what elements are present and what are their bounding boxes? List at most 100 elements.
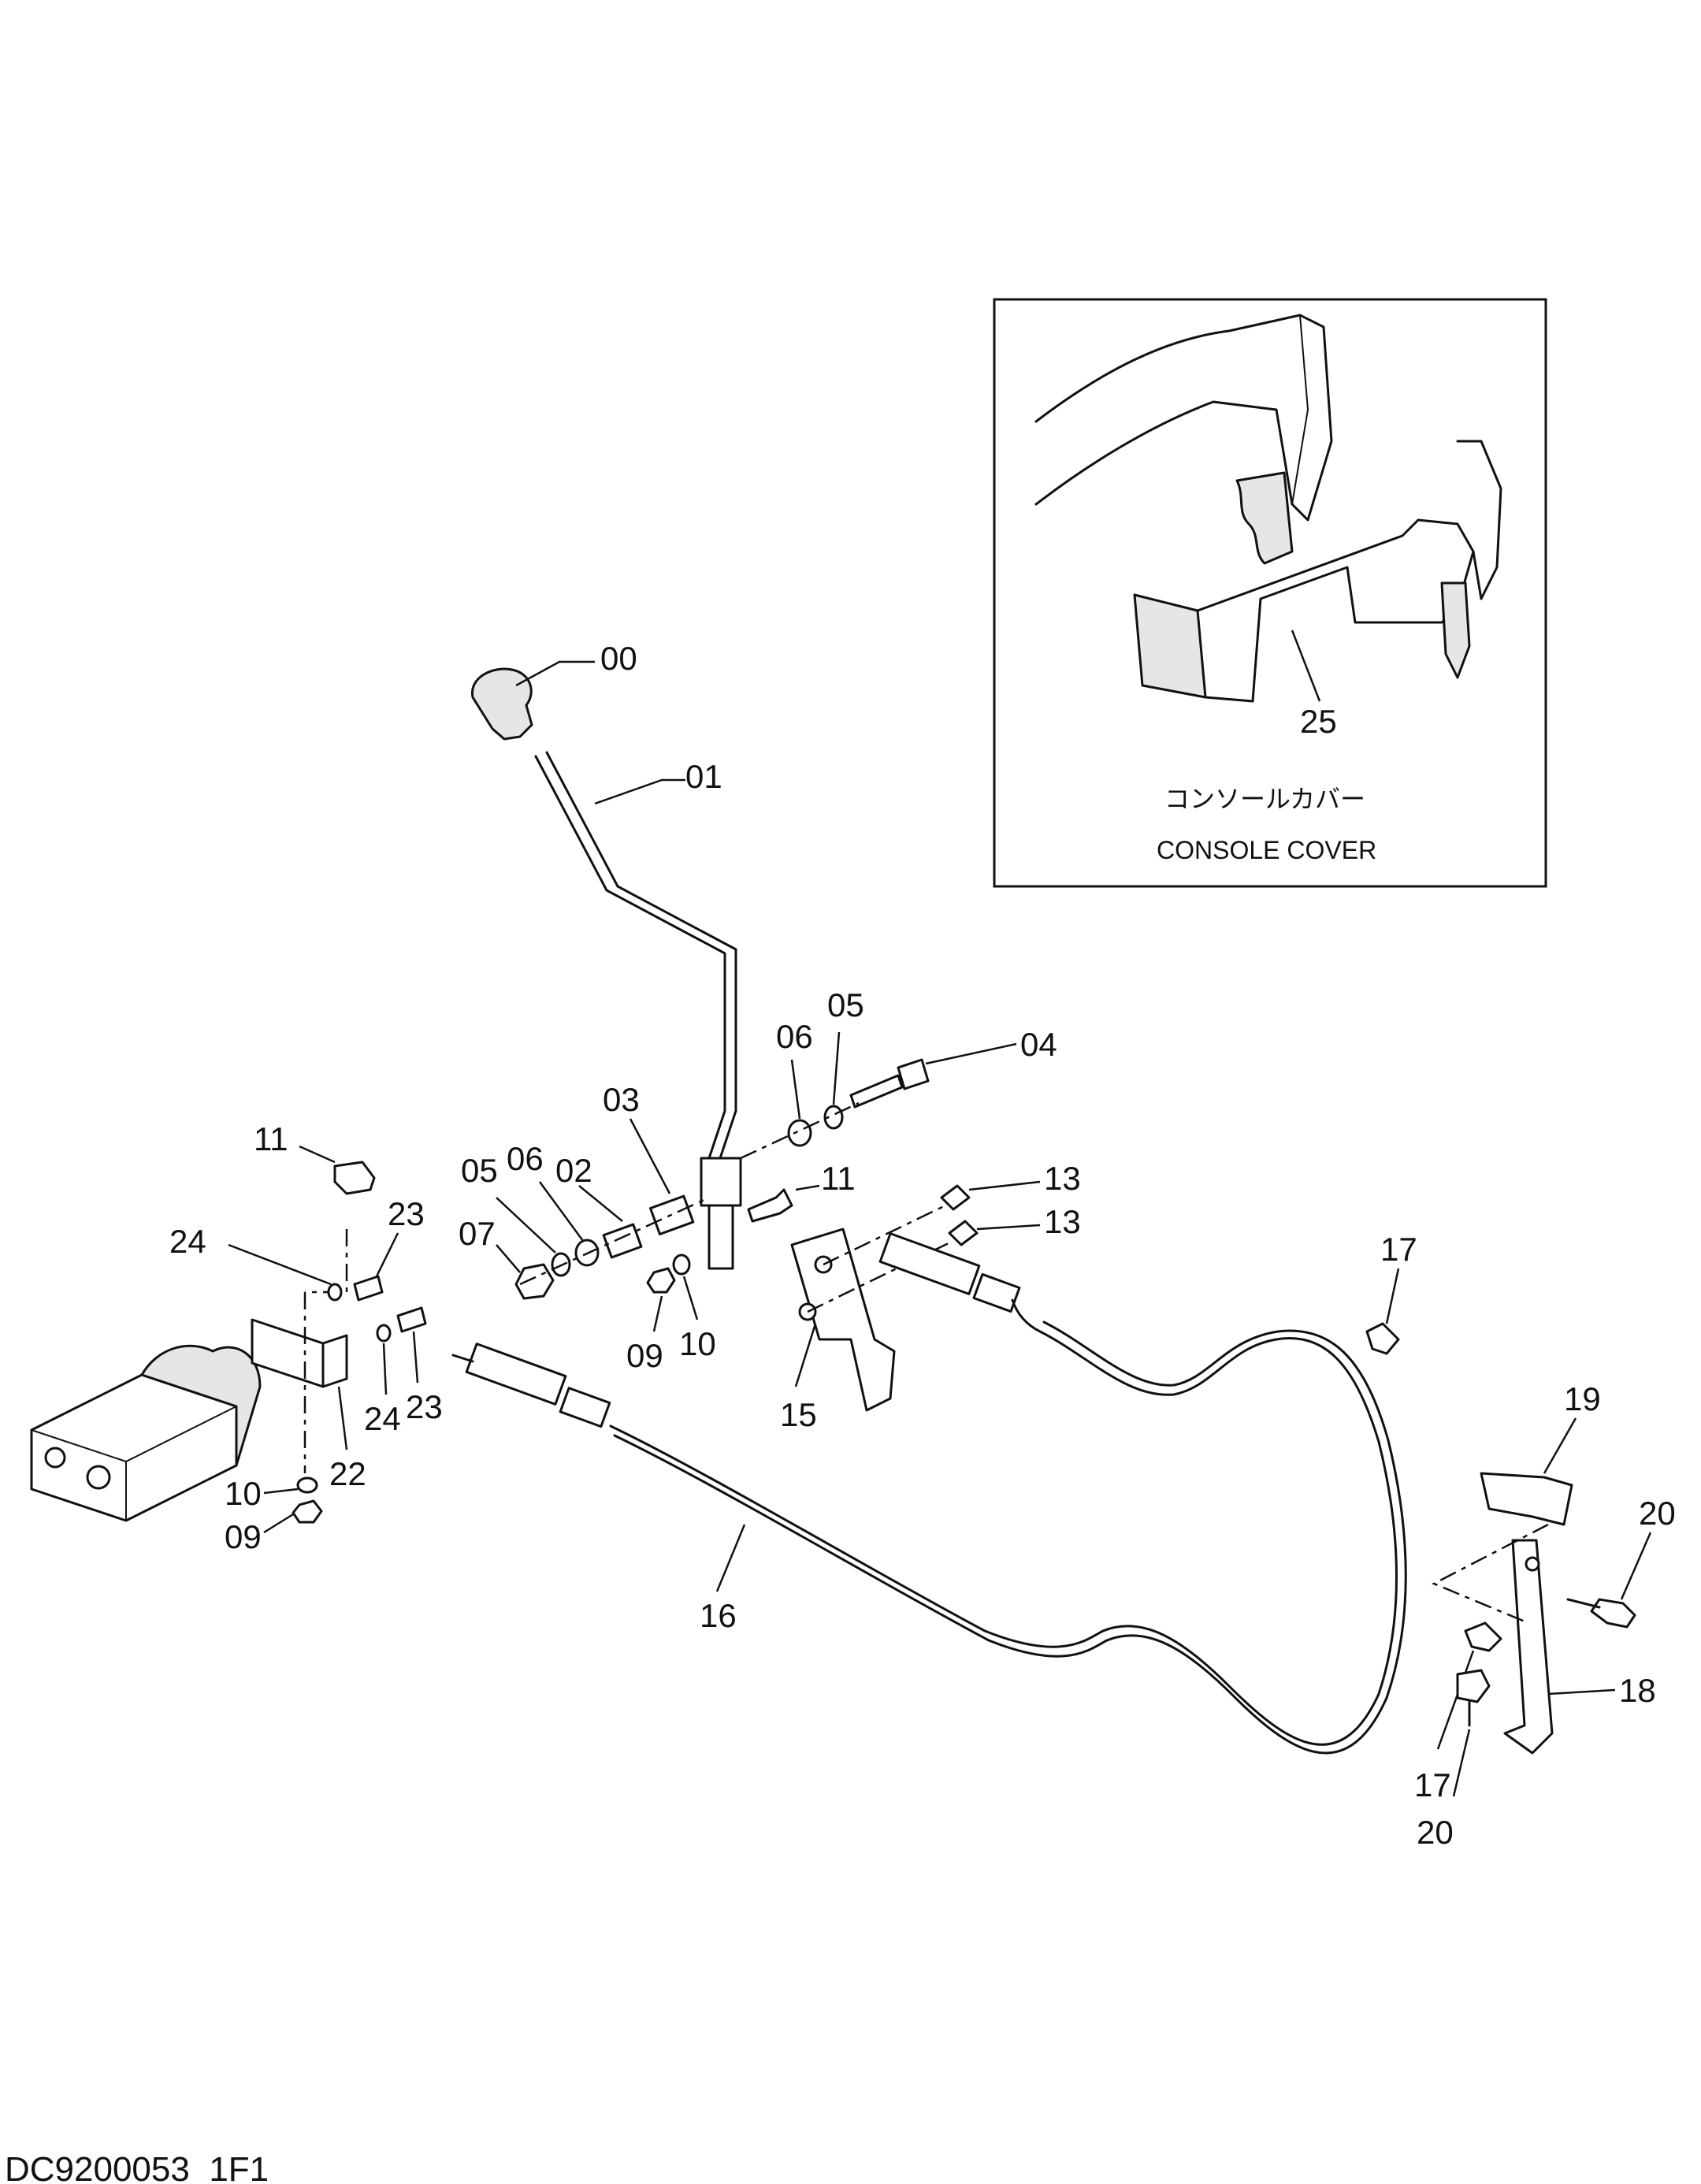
console-body-outline bbox=[1034, 314, 1333, 522]
bracket-18 bbox=[1503, 1539, 1554, 1755]
leader-22 bbox=[337, 1386, 348, 1450]
leader-17-upper bbox=[1385, 1268, 1400, 1324]
washer-10-center bbox=[672, 1254, 691, 1276]
label-20-lower: 20 bbox=[1417, 1814, 1454, 1851]
cable-rod-lower bbox=[451, 1354, 474, 1363]
inset-title-en: CONSOLE COVER bbox=[1157, 836, 1376, 864]
washer-06-upper bbox=[787, 1119, 812, 1147]
leader-18 bbox=[1547, 1688, 1616, 1696]
cable-path bbox=[609, 1298, 1398, 1746]
axis-dash-lower bbox=[519, 1196, 710, 1286]
valve-port-2 bbox=[86, 1465, 111, 1490]
label-09-center: 09 bbox=[626, 1337, 663, 1374]
console-cover-tab-right bbox=[1456, 440, 1502, 600]
cable-sleeve-upper bbox=[878, 1232, 981, 1295]
valve-bracket-22-side bbox=[321, 1334, 348, 1388]
label-06-lower: 06 bbox=[507, 1140, 544, 1177]
leader-15 bbox=[794, 1323, 817, 1387]
leader-25 bbox=[1291, 630, 1321, 702]
bushing-02 bbox=[602, 1223, 643, 1259]
label-25: 25 bbox=[1300, 703, 1337, 740]
bolt-23-upper bbox=[353, 1275, 384, 1302]
leader-20-lower bbox=[1452, 1729, 1471, 1797]
leader-00 bbox=[515, 660, 595, 687]
label-18: 18 bbox=[1619, 1672, 1656, 1709]
label-23-lower: 23 bbox=[406, 1388, 443, 1425]
label-19: 19 bbox=[1564, 1380, 1601, 1417]
label-09-left: 09 bbox=[225, 1518, 262, 1555]
leader-23-lower bbox=[412, 1331, 419, 1384]
leader-11-right bbox=[795, 1184, 820, 1191]
label-22: 22 bbox=[329, 1455, 366, 1492]
label-01: 01 bbox=[685, 758, 722, 795]
washer-24-lower bbox=[376, 1324, 392, 1343]
label-17-upper: 17 bbox=[1380, 1231, 1417, 1268]
bracket-dash-1 bbox=[1432, 1523, 1549, 1625]
leader-05-upper bbox=[832, 1031, 841, 1105]
bolt-13-lower bbox=[948, 1220, 979, 1246]
drawing-id: DC9200053_1F1 bbox=[5, 2150, 269, 2184]
console-cover-bracket bbox=[1196, 518, 1475, 703]
leader-05-lower bbox=[496, 1197, 556, 1254]
console-cover-panel bbox=[1133, 593, 1207, 699]
washer-10-left bbox=[296, 1476, 318, 1494]
nut-09-center bbox=[646, 1267, 676, 1294]
leader-06-lower bbox=[538, 1181, 585, 1242]
valve-body-top bbox=[31, 1406, 237, 1521]
leader-16 bbox=[715, 1524, 746, 1592]
label-15: 15 bbox=[780, 1396, 817, 1433]
label-04: 04 bbox=[1020, 1026, 1057, 1063]
bolt-20-lower bbox=[1456, 1669, 1491, 1703]
label-24-upper: 24 bbox=[169, 1223, 206, 1260]
leader-19 bbox=[1543, 1417, 1577, 1474]
nut-07 bbox=[514, 1263, 555, 1300]
label-24-lower: 24 bbox=[364, 1400, 401, 1437]
bracket-15 bbox=[790, 1228, 896, 1412]
label-02: 02 bbox=[555, 1152, 592, 1189]
leader-09-center bbox=[652, 1295, 663, 1332]
label-00: 00 bbox=[600, 640, 637, 677]
cable-sleeve-lower bbox=[465, 1343, 567, 1406]
label-07: 07 bbox=[459, 1215, 496, 1252]
leader-03 bbox=[629, 1118, 671, 1194]
label-20-right: 20 bbox=[1639, 1495, 1676, 1532]
inset-frame bbox=[993, 298, 1547, 888]
leader-24-upper bbox=[228, 1243, 332, 1286]
cable-bracket-assembly: 15 13 13 bbox=[780, 1160, 1081, 1433]
mounting-hardware: 17 17 19 18 20 20 bbox=[1365, 1231, 1676, 1851]
bolt-13-upper bbox=[940, 1184, 971, 1211]
label-10-center: 10 bbox=[679, 1325, 716, 1362]
leader-06-upper bbox=[790, 1059, 801, 1120]
console-body-edge bbox=[1291, 314, 1309, 505]
clamp-17-upper bbox=[1365, 1322, 1400, 1355]
bracket-dash bbox=[807, 1204, 954, 1313]
cable-fitting-upper bbox=[972, 1272, 1021, 1313]
label-11-left: 11 bbox=[254, 1120, 288, 1157]
valve-bellows bbox=[140, 1344, 262, 1467]
bolt-04 bbox=[849, 1074, 904, 1109]
washer-24-upper bbox=[327, 1283, 343, 1302]
pilot-valve-assembly: 22 11 24 23 24 23 10 09 bbox=[30, 1120, 443, 1555]
label-05-upper: 05 bbox=[827, 986, 864, 1023]
cable-fitting-lower bbox=[559, 1387, 611, 1428]
leader-17-lower bbox=[1436, 1650, 1475, 1750]
lever-assembly: 00 01 02 03 04 06 05 06 bbox=[459, 640, 1057, 1374]
leader-20-right bbox=[1620, 1532, 1652, 1600]
label-17-lower: 17 bbox=[1414, 1766, 1451, 1803]
bracket-19 bbox=[1480, 1472, 1573, 1526]
label-11-right: 11 bbox=[821, 1160, 856, 1197]
label-23-upper: 23 bbox=[388, 1195, 425, 1232]
label-13-lower: 13 bbox=[1044, 1203, 1081, 1240]
leader-13-upper bbox=[968, 1180, 1041, 1191]
label-05-lower: 05 bbox=[461, 1152, 498, 1189]
lever-rod-inner bbox=[545, 751, 737, 1160]
valve-dash-upper bbox=[305, 1229, 348, 1294]
console-cover-hook bbox=[1440, 581, 1471, 679]
axis-dash-upper bbox=[740, 1101, 860, 1160]
lever-rod bbox=[534, 755, 726, 1160]
console-cover-inset: 25 コンソールカバー CONSOLE COVER bbox=[993, 298, 1547, 888]
leader-13-lower bbox=[976, 1224, 1041, 1231]
bolt-20-right bbox=[1590, 1598, 1636, 1629]
leader-10-center bbox=[682, 1276, 699, 1320]
